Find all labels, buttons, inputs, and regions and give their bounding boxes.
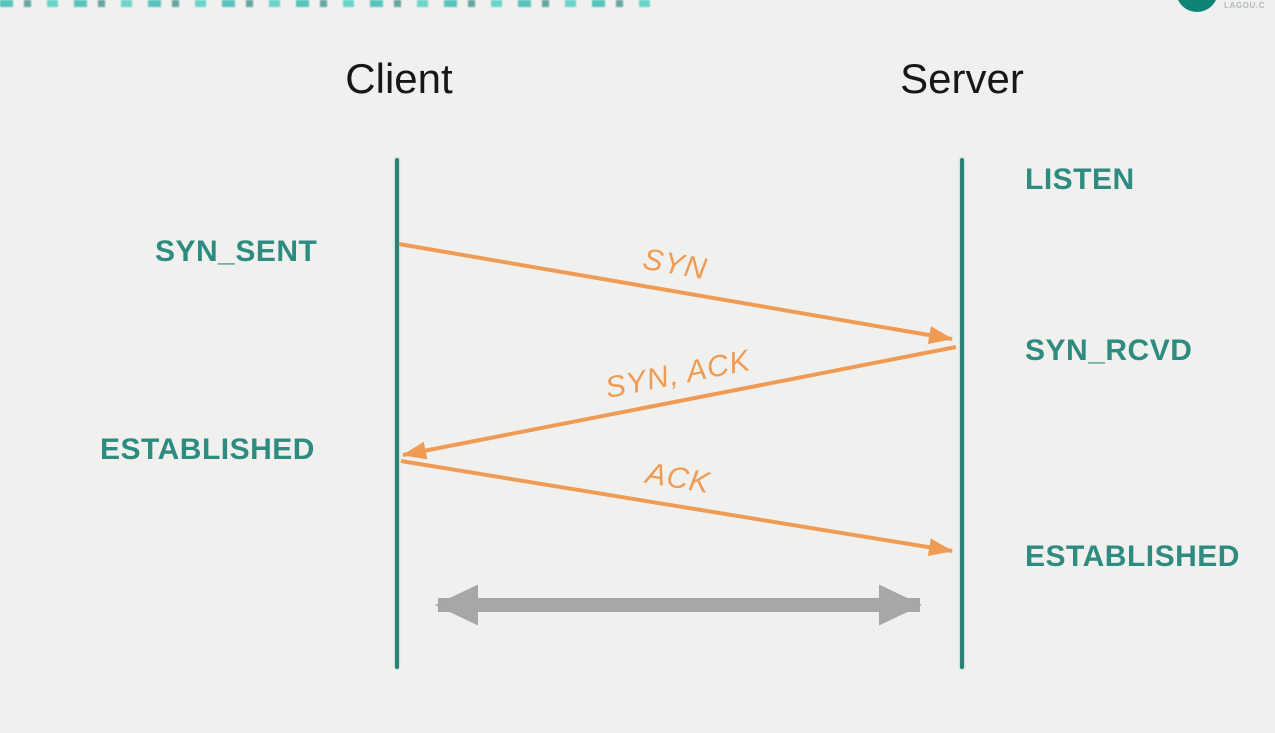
server-state-listen: LISTEN [1025, 163, 1135, 196]
lagou-logo-icon [1176, 0, 1218, 12]
server-actor-label: Server [900, 55, 1024, 102]
lagou-logo-text: LAGOU.C [1224, 1, 1266, 10]
synack-message-label: SYN, ACK [602, 344, 754, 405]
client-actor-label: Client [345, 55, 453, 102]
server-state-established: ESTABLISHED [1025, 540, 1240, 573]
clipped-slide-title [0, 0, 662, 7]
client-state-established: ESTABLISHED [100, 433, 315, 466]
ack-message-label: ACK [643, 456, 713, 501]
server-state-syn-rcvd: SYN_RCVD [1025, 334, 1193, 367]
client-lifeline [395, 158, 399, 669]
syn-message-label: SYN [640, 242, 710, 287]
server-lifeline [960, 158, 964, 669]
client-state-syn-sent: SYN_SENT [155, 235, 318, 268]
